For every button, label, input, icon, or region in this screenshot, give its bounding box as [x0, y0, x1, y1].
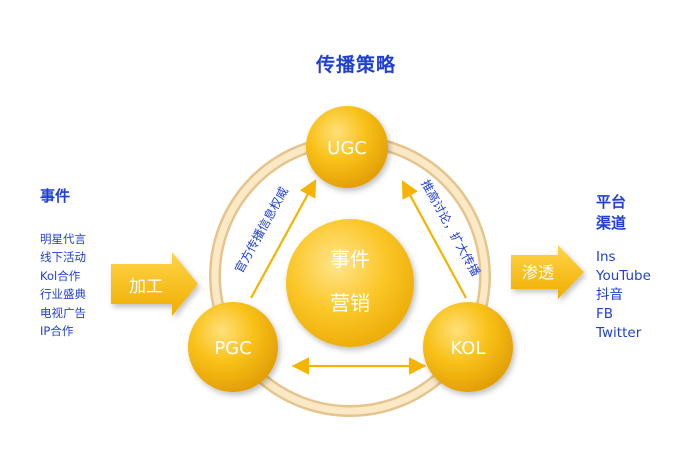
- list-item: Kol合作: [40, 268, 81, 283]
- events-heading: 事件: [40, 187, 71, 205]
- list-item: IP合作: [40, 324, 74, 339]
- center-label-line1: 事件: [330, 247, 370, 271]
- list-item: 行业盛典: [40, 287, 86, 302]
- node-ugc: [306, 106, 388, 188]
- input-arrow-label: 加工: [129, 277, 163, 297]
- node-kol: [423, 302, 513, 392]
- list-item: 抖音: [596, 287, 623, 303]
- input-arrow: [111, 252, 198, 316]
- node-kol-label: KOL: [450, 338, 485, 359]
- node-ugc-label: UGC: [327, 138, 367, 159]
- list-item: Twitter: [596, 325, 642, 341]
- list-item: 电视广告: [40, 305, 86, 320]
- edge-kol-to-ugc: [401, 180, 467, 299]
- center-circle: [286, 219, 414, 347]
- center-label-line2: 营销: [330, 291, 370, 315]
- output-arrow: [511, 245, 584, 299]
- output-arrow-label: 渗透: [522, 263, 554, 282]
- list-item: YouTube: [596, 268, 651, 284]
- list-item: Ins: [596, 249, 616, 265]
- node-pgc-label: PGC: [214, 338, 251, 359]
- list-item: 明星代言: [40, 232, 86, 246]
- events-list: 明星代言 线下活动 Kol合作 行业盛典 电视广告 IP合作: [40, 230, 86, 340]
- diagram-title: 传播策略: [315, 54, 396, 76]
- platform-heading-line1: 平台: [596, 193, 627, 211]
- edge-pgc-to-ugc: [250, 179, 317, 299]
- platform-heading: 平台 渠道: [596, 192, 626, 234]
- platform-list: Ins YouTube 抖音 FB Twitter: [596, 248, 651, 343]
- list-item: FB: [596, 306, 614, 322]
- platform-heading-line2: 渠道: [596, 214, 627, 232]
- node-pgc: [188, 302, 278, 392]
- list-item: 线下活动: [40, 250, 86, 265]
